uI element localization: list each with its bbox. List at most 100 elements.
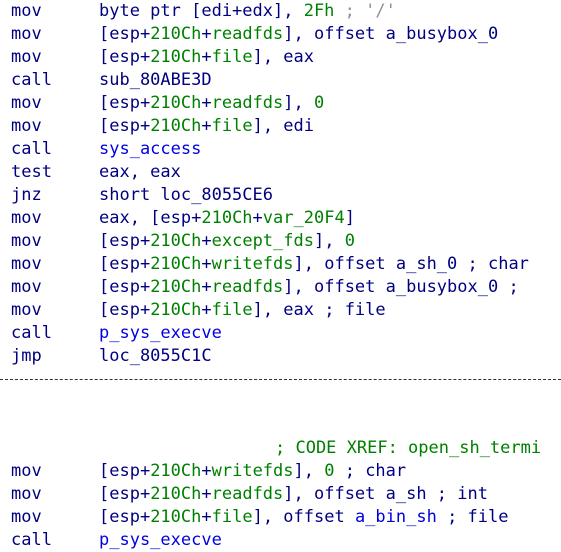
operand-token: + [201,461,212,481]
blank-line [11,414,561,437]
instruction-line[interactable]: mov[esp+210Ch+file], eax ; file [11,299,561,322]
operand-token: + [201,254,212,274]
operand-token: loc_8055C1C [99,346,212,366]
instruction-line[interactable]: mov[esp+210Ch+file], eax [11,46,561,69]
operand-token: eax, [esp+ [99,208,202,228]
mnemonic: mov [11,461,42,481]
mnemonic: mov [11,277,42,297]
operand-token: file [211,47,253,67]
operand-token: + [201,93,212,113]
operand-token: ; file [436,507,509,527]
operand-token: [esp+ [99,231,151,251]
xref-comment-line[interactable]: ; CODE XREF: open_sh_termi [11,437,561,460]
operand-token: 210Ch [150,300,202,320]
operand-token: [esp+ [99,254,151,274]
operand-token: 210Ch [150,461,202,481]
instruction-line[interactable]: mov[esp+210Ch+readfds], 0 [11,92,561,115]
operand-token: readfds [211,277,284,297]
instruction-line[interactable]: mov[esp+210Ch+writefds], offset a_sh_0 ;… [11,253,561,276]
instruction-line[interactable]: call p_sys_execve [11,529,561,552]
operand-token: + [201,277,212,297]
operand-token: p_sys_execve [99,530,222,550]
operand-token: ], [313,231,345,251]
function-separator [0,368,561,391]
operand-token: ], eax [252,47,314,67]
instruction-line[interactable]: call sub_80ABE3D [11,69,561,92]
operand-token: + [201,507,212,527]
mnemonic: call [11,530,52,550]
blank-line [11,391,561,414]
mnemonic: mov [11,116,42,136]
operand-token: [esp+ [99,300,151,320]
instruction-line[interactable]: jnz short loc_8055CE6 [11,184,561,207]
mnemonic: test [11,162,52,182]
operand-token: 210Ch [150,116,202,136]
operand-token: eax, eax [99,162,181,182]
operand-token: short loc_8055CE6 [99,185,273,205]
operand-token: 0 [324,461,335,481]
instruction-line[interactable]: mov[esp+210Ch+readfds], offset a_busybox… [11,23,561,46]
instruction-line[interactable]: mov[esp+210Ch+readfds], offset a_sh ; in… [11,483,561,506]
instruction-line[interactable]: mov[esp+210Ch+except_fds], 0 [11,230,561,253]
mnemonic: jmp [11,346,42,366]
operand-token: ; '/' [334,1,396,21]
mnemonic: mov [11,24,42,44]
instruction-line[interactable]: mov byte ptr [edi+edx], 2Fh ; '/' [11,0,561,23]
operand-token: [esp+ [99,507,151,527]
operand-token: ], [293,461,325,481]
operand-token: byte ptr [edi+edx], [99,1,304,21]
operand-token: 210Ch [150,277,202,297]
operand-token: + [201,231,212,251]
mnemonic: mov [11,1,42,21]
operand-token: 210Ch [150,484,202,504]
operand-token: 0 [344,231,355,251]
operand-token: ], offset a_busybox_0 ; [283,277,519,297]
operand-token: ], offset [252,507,355,527]
operand-token: file [211,507,253,527]
operand-token: 210Ch [150,93,202,113]
operand-token: + [201,484,212,504]
operand-token: readfds [211,24,284,44]
mnemonic: call [11,70,52,90]
instruction-line[interactable]: jmp loc_8055C1C [11,345,561,368]
operand-token: ], offset a_busybox_0 [283,24,499,44]
mnemonic: call [11,139,52,159]
operand-token: sub_80ABE3D [99,70,212,90]
operand-token: a_bin_sh [354,507,437,527]
instruction-line[interactable]: mov[esp+210Ch+file], edi [11,115,561,138]
instruction-line[interactable]: test eax, eax [11,161,561,184]
operand-token: file [211,116,253,136]
operand-token: [esp+ [99,277,151,297]
mnemonic: mov [11,47,42,67]
operand-token: ; char [334,461,407,481]
operand-token: 2Fh [303,1,335,21]
operand-token: + [201,47,212,67]
operand-token: + [252,208,263,228]
operand-token: [esp+ [99,93,151,113]
operand-token: + [201,300,212,320]
operand-token: ], [283,93,314,113]
instruction-line[interactable]: mov[esp+210Ch+file], offset a_bin_sh ; f… [11,506,561,529]
instruction-line[interactable]: mov [esp+210Ch+readfds], offset a_busybox… [11,276,561,299]
operand-token: var_20F4 [262,208,345,228]
operand-token: 210Ch [150,254,202,274]
operand-token: ; CODE XREF: open_sh_termi [275,438,542,458]
operand-token: [esp+ [99,484,151,504]
mnemonic: mov [11,231,42,251]
operand-token: ], offset a_sh ; int [283,484,488,504]
mnemonic: jnz [11,185,42,205]
operand-token: writefds [211,254,294,274]
mnemonic: mov [11,484,42,504]
operand-token: 210Ch [150,47,202,67]
mnemonic: mov [11,507,42,527]
operand-token: ] [344,208,355,228]
operand-token: [esp+ [99,461,151,481]
operand-token: ], edi [252,116,314,136]
instruction-line[interactable]: mov[esp+210Ch+writefds], 0 ; char [11,460,561,483]
mnemonic: mov [11,254,42,274]
operand-token: [esp+ [99,116,151,136]
